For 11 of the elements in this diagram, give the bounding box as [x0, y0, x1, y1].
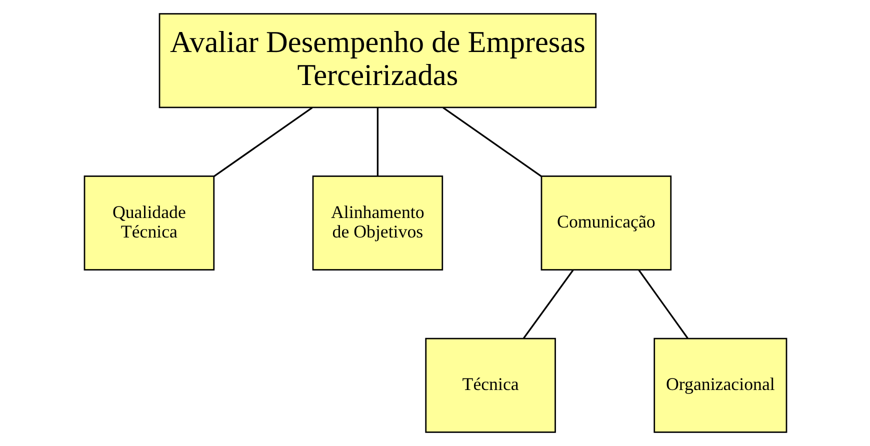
- connector: [442, 107, 542, 178]
- connector: [522, 270, 574, 339]
- node-box: Qualidade Técnica: [83, 176, 214, 270]
- connector: [638, 270, 688, 339]
- node-box: Alinhamento de Objetivos: [312, 176, 443, 270]
- connector: [212, 107, 312, 178]
- node-box: Avaliar Desempenho de Empresas Terceirizadas: [158, 13, 596, 108]
- node-box: Técnica: [424, 338, 556, 433]
- connector: [376, 108, 378, 176]
- node-box: Organizacional: [653, 338, 787, 433]
- node-box: Comunicação: [540, 176, 672, 270]
